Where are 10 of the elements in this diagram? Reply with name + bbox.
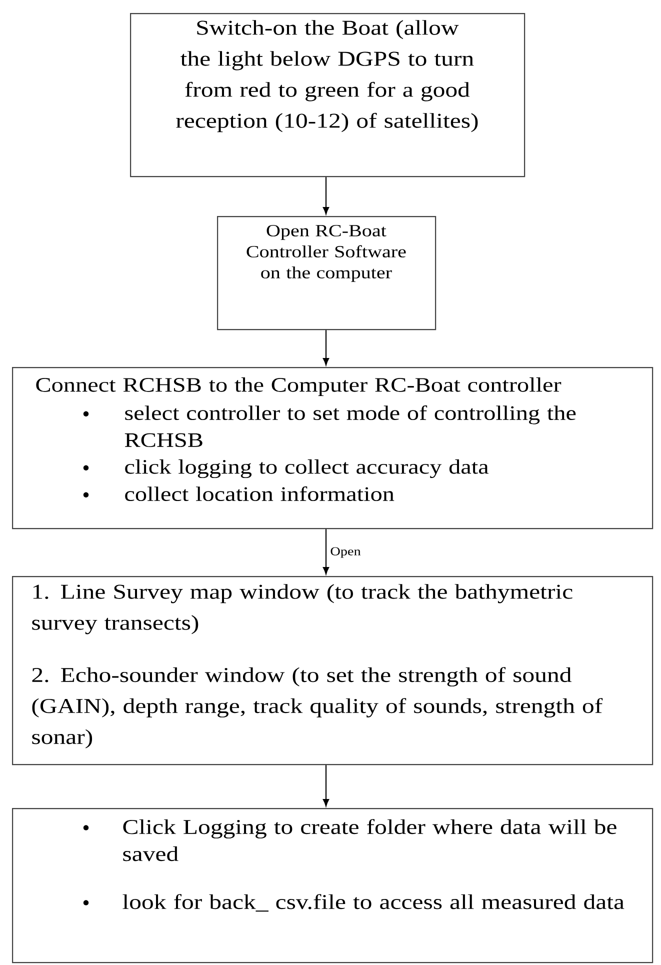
arrow [322,177,330,214]
arrow [322,330,330,366]
process-box: Connect RCHSB to the Computer RC-Boat controller select controller to set mode of controlling the RCHSB click logging to collect accuracy data collect location information [12,367,654,530]
process-box: Open RC-Boat Controller Software on the computer [217,216,436,330]
process-box: Switch-on the Boat (allow the light below DGPS to turn from red to green for a good reception (10-12) of satellites) [130,13,526,178]
arrow [322,765,330,806]
process-box: 1. Line Survey map window (to track the bathymetric survey transects) 2. Echo-sounder window (to set the strength of sound (GAIN), depth range, track quality of sounds, strength of sonar) [12,576,654,766]
process-box: Click Logging to create folder where data will be saved look for back_ csv.file to access all measured data [12,808,654,964]
arrow [322,529,330,574]
edge-label: Open [329,546,362,559]
